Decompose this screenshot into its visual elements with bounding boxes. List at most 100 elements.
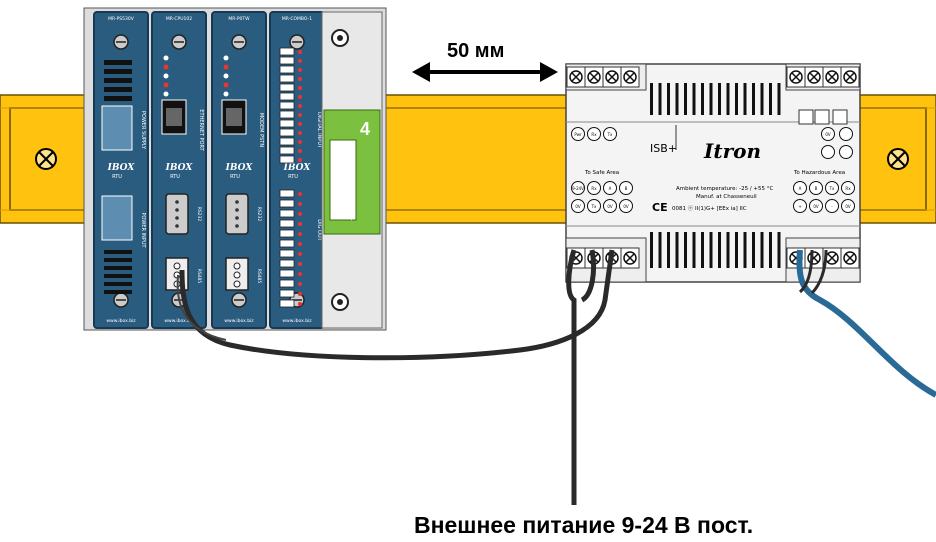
vent-slot [709, 232, 713, 268]
module-logo: IBOX [283, 163, 312, 173]
vent-slot [777, 232, 781, 268]
end-module: IBOX [321, 11, 383, 329]
module-screw-icon [113, 292, 129, 308]
safe-terminal: A [603, 181, 617, 195]
module-top-label: MR-COMBO-1 [282, 16, 312, 22]
module-port2-label: RS485 [196, 269, 202, 284]
terminal-screw-icon [602, 66, 622, 88]
terminal-label: 0V [623, 204, 629, 209]
hazardous-terminal: Rx [841, 181, 855, 195]
terminal-screw-icon [804, 66, 824, 88]
terminal-label: A [799, 186, 802, 191]
temperature-text: Ambient temperature: -25 / +55 °C [676, 186, 774, 192]
safe-terminal: B [619, 181, 633, 195]
module-side-label: MODEM PSTN [258, 113, 264, 147]
terminal-label: + [798, 204, 801, 209]
terminal-label: Rx [591, 186, 597, 191]
vent-slot [650, 232, 653, 268]
module-port-label: RS232 [196, 207, 202, 222]
terminal-label: Rx [591, 132, 597, 137]
vent-slot [743, 232, 747, 268]
module-url: www.ibox.biz [224, 318, 254, 324]
vent-slot [675, 232, 679, 268]
terminal-label: 0V [845, 204, 851, 209]
terminal-screw-icon [822, 247, 842, 269]
vent-slot [735, 83, 738, 115]
vent-slot [684, 83, 687, 115]
module-logo-sub: RTU [288, 174, 298, 180]
rail-screw-right-icon [887, 148, 909, 170]
module-lower-label: POWER INPUT [140, 212, 146, 248]
vent-slot [743, 83, 747, 115]
hazardous-terminal: 0V [809, 199, 823, 213]
end-module-number: 4 [360, 119, 370, 139]
module-side-label: ETHERNET PORT [198, 109, 204, 151]
module-screw-icon [113, 34, 129, 50]
dimension-arrow [412, 62, 558, 82]
terminal-label: 9-24V [572, 186, 584, 191]
terminal-label: Tx [829, 186, 835, 191]
safe-area-label: To Safe Area [584, 170, 619, 176]
safe-terminal: 0V [571, 199, 585, 213]
hazardous-area-label: To Hazardous Area [793, 170, 845, 176]
vent-slot [658, 83, 662, 115]
module-port-label: RS232 [256, 207, 262, 222]
vent-slot [684, 232, 687, 268]
vent-slot [752, 83, 755, 115]
module-logo-sub: RTU [230, 174, 240, 180]
terminal-label: 0V [607, 204, 613, 209]
hazardous-terminal: 0V [841, 199, 855, 213]
vent-slot [650, 83, 653, 115]
vent-slot [692, 232, 696, 268]
vent-slot [718, 83, 721, 115]
terminal-screw-icon [840, 247, 860, 269]
module-logo-sub: RTU [112, 174, 122, 180]
vent-slot [658, 232, 662, 268]
terminal-label: 0V [813, 204, 819, 209]
terminal-screw-icon [584, 66, 604, 88]
hazardous-terminal: 0V [821, 127, 835, 141]
module-side-label: DIGITAL INPUT [316, 112, 322, 149]
power-caption: Внешнее питание 9-24 В пост. [414, 512, 754, 538]
terminal-label: Rx [845, 186, 851, 191]
terminal-screw-icon [832, 109, 848, 125]
module-top-label: MR-PS530V [108, 16, 135, 22]
vent-slot [777, 83, 781, 115]
rail-screw-left-icon [35, 148, 57, 170]
module-logo: IBOX [225, 163, 254, 173]
certification-text: 0081 ⓔ II(1)G+ [EEx ia] IIC [672, 204, 747, 212]
hazardous-terminal: A [793, 181, 807, 195]
manufacture-text: Manuf. at Chasseneuil [696, 194, 757, 200]
vent-slot [726, 232, 730, 268]
hazardous-terminal: + [793, 199, 807, 213]
safe-terminal: Tx [587, 199, 601, 213]
terminal-screw-icon [620, 66, 640, 88]
terminal-label: - [831, 204, 833, 209]
terminal-screw-icon [786, 66, 806, 88]
module-screw-icon [289, 34, 305, 50]
module-port2-label: RS485 [256, 269, 262, 284]
vent-slot [735, 232, 738, 268]
terminal-label: Tx [607, 132, 613, 137]
vent-slot [692, 83, 696, 115]
power-cable [566, 249, 597, 505]
terminal-label: B [815, 186, 818, 191]
terminal-screw-icon [566, 66, 586, 88]
vent-slot [752, 232, 755, 268]
module-url: www.ibox.biz [106, 318, 136, 324]
terminal-screw-icon [840, 66, 860, 88]
module-logo: IBOX [165, 163, 194, 173]
hazardous-terminal: Tx [825, 181, 839, 195]
module-logo-sub: RTU [170, 174, 180, 180]
end-module-logo: IBOX [341, 184, 355, 221]
vent-slot [769, 232, 772, 268]
terminal-label: 0V [825, 132, 831, 137]
terminal-label: A [609, 186, 612, 191]
safe-terminal: 0V [603, 199, 617, 213]
module-logo: IBOX [107, 163, 136, 173]
dimension-label: 50 мм [447, 40, 505, 62]
status-terminal: Rx [587, 127, 601, 141]
